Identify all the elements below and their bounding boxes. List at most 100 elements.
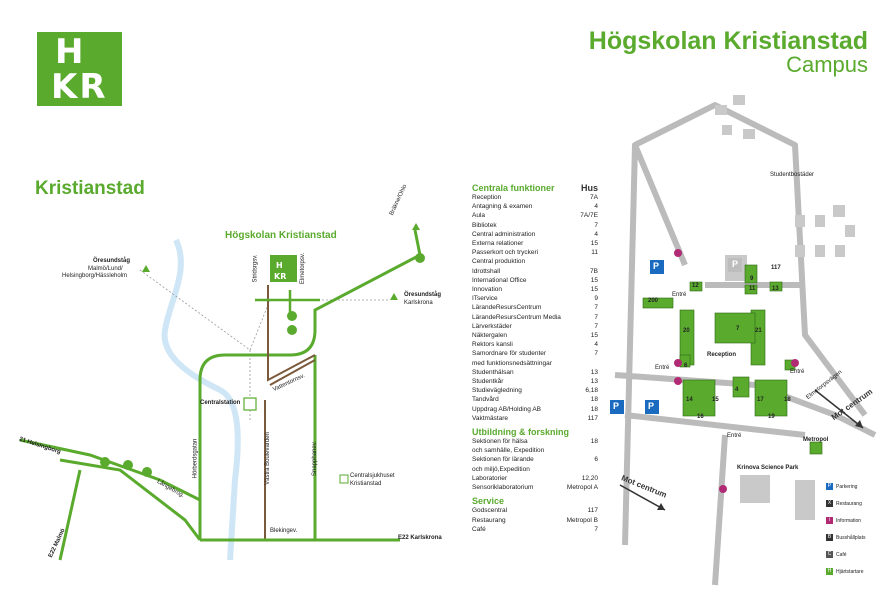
directory-hus: 7B (590, 267, 598, 275)
directory-name: Central administration (472, 230, 536, 238)
directory-hus: 7 (594, 350, 598, 358)
directory-hus: 15 (590, 286, 598, 294)
legend-label: Busshållplats (836, 534, 866, 541)
campus-title: Högskolan Kristianstad (588, 27, 868, 55)
sjukhus-label2: Kristianstad (350, 481, 382, 487)
directory-name: Godscentral (472, 507, 508, 515)
oresund-right-sub: Karlskrona (404, 300, 433, 306)
section-education: Utbildning & forskning (472, 427, 569, 438)
directory-row: Bibliotek 7 (472, 221, 598, 230)
sjukhus-label: Centralsjukhuset (350, 473, 395, 479)
directory-hus: 18 (590, 396, 598, 404)
entre-label-4: Entré (790, 369, 805, 375)
legend-parkering-icon: P (826, 483, 833, 490)
directory-hus: 4 (594, 341, 598, 349)
directory-name: LärandeResursCentrum (472, 304, 542, 312)
directory-hus: 7 (594, 221, 598, 229)
directory-name: Rektors kansli (472, 341, 513, 349)
directory-row: Rektors kansli 4 (472, 340, 598, 349)
directory-hus: 117 (587, 414, 598, 422)
road-snapp: Snapphanev. (311, 441, 318, 476)
directory-hus: 4 (594, 203, 598, 211)
directory-name: Sektionen för hälsa och samhälle, Expedi… (472, 438, 545, 455)
building-11: 11 (749, 286, 756, 292)
directory-hus: Metropol B (566, 516, 598, 524)
directory-name: Sektionen för lärande och miljö,Expediti… (472, 456, 534, 473)
legend-label: Café (836, 551, 847, 558)
directory-name: Tandvård (472, 396, 499, 404)
building-18: 18 (784, 397, 791, 403)
directory-hus: 7 (594, 304, 598, 312)
campus-map (610, 95, 877, 586)
hkr-map-label: Högskolan Kristianstad (225, 230, 337, 241)
building-12: 12 (692, 283, 699, 289)
building-200: 200 (648, 298, 659, 304)
directory-hus: 7A (590, 194, 598, 201)
directory-hus: 7 (594, 525, 598, 533)
directory-hus: 18 (590, 405, 598, 413)
directory-name: Sensoriklaboratorium (472, 484, 534, 492)
building-21: 21 (755, 328, 762, 334)
campus-subtitle: Campus (786, 52, 868, 77)
directory-name: Bibliotek (472, 221, 497, 229)
directory-name: Studentkår (472, 378, 504, 386)
parking-icon: P (613, 401, 620, 411)
directory-name: ITservice (472, 295, 498, 303)
directory-name: Restaurang (472, 516, 506, 524)
legend-café-icon: C (826, 551, 833, 558)
directory-name: Samordnare för studenter med funktionsne… (472, 350, 552, 367)
directory-name: Innovation (472, 286, 502, 294)
city-heading: Kristianstad (35, 178, 145, 199)
directory-row: LärandeResursCentrum 7 (472, 303, 598, 312)
oresund-right-title: Öresundståg (404, 292, 442, 298)
section-service: Service (472, 496, 505, 507)
directory-hus: 15 (590, 332, 598, 340)
directory-name: Café (472, 525, 486, 533)
directory-row: Tandvård 18 (472, 395, 598, 404)
logo-kr: KR (51, 67, 108, 107)
legend-label: Parkering (836, 483, 858, 490)
road-e22-karlskrona: E22 Karlskrona (398, 535, 442, 541)
hus-header: Hus (580, 183, 598, 193)
parking-icon: P (732, 259, 739, 269)
logo-h: H (55, 32, 98, 72)
building-13: 13 (772, 286, 779, 292)
oresund-left-title: Öresundståg (93, 258, 131, 264)
building-4: 4 (735, 387, 739, 393)
entre-label-2: Entré (655, 365, 670, 371)
legend-hjärtstartare-icon: H (826, 568, 833, 575)
directory-hus: 6,18 (585, 387, 598, 395)
directory-hus: 18 (590, 438, 598, 446)
building-16: 16 (697, 414, 704, 420)
directory-name: Externa relationer (472, 240, 524, 248)
svg-text:H: H (276, 261, 283, 270)
building-19: 19 (768, 414, 775, 420)
education-list: Sektionen för hälsa och samhälle, Expedi… (472, 437, 598, 492)
directory-hus: 12,20 (581, 474, 598, 482)
directory-hus: 15 (590, 240, 598, 248)
centralstation-label: Centralstation (200, 400, 241, 406)
directory-row: Externa relationer 15 (472, 239, 598, 248)
directory-hus: 7 (594, 322, 598, 330)
road-hstreet: Hörberdsgatan (192, 438, 199, 479)
directory-name: Idrottshall (472, 267, 501, 275)
directory-hus: 6 (594, 456, 598, 464)
directory-hus: 15 (590, 276, 598, 284)
city-map: H KR (19, 223, 425, 561)
legend-busshållplats-icon: B (826, 534, 833, 541)
